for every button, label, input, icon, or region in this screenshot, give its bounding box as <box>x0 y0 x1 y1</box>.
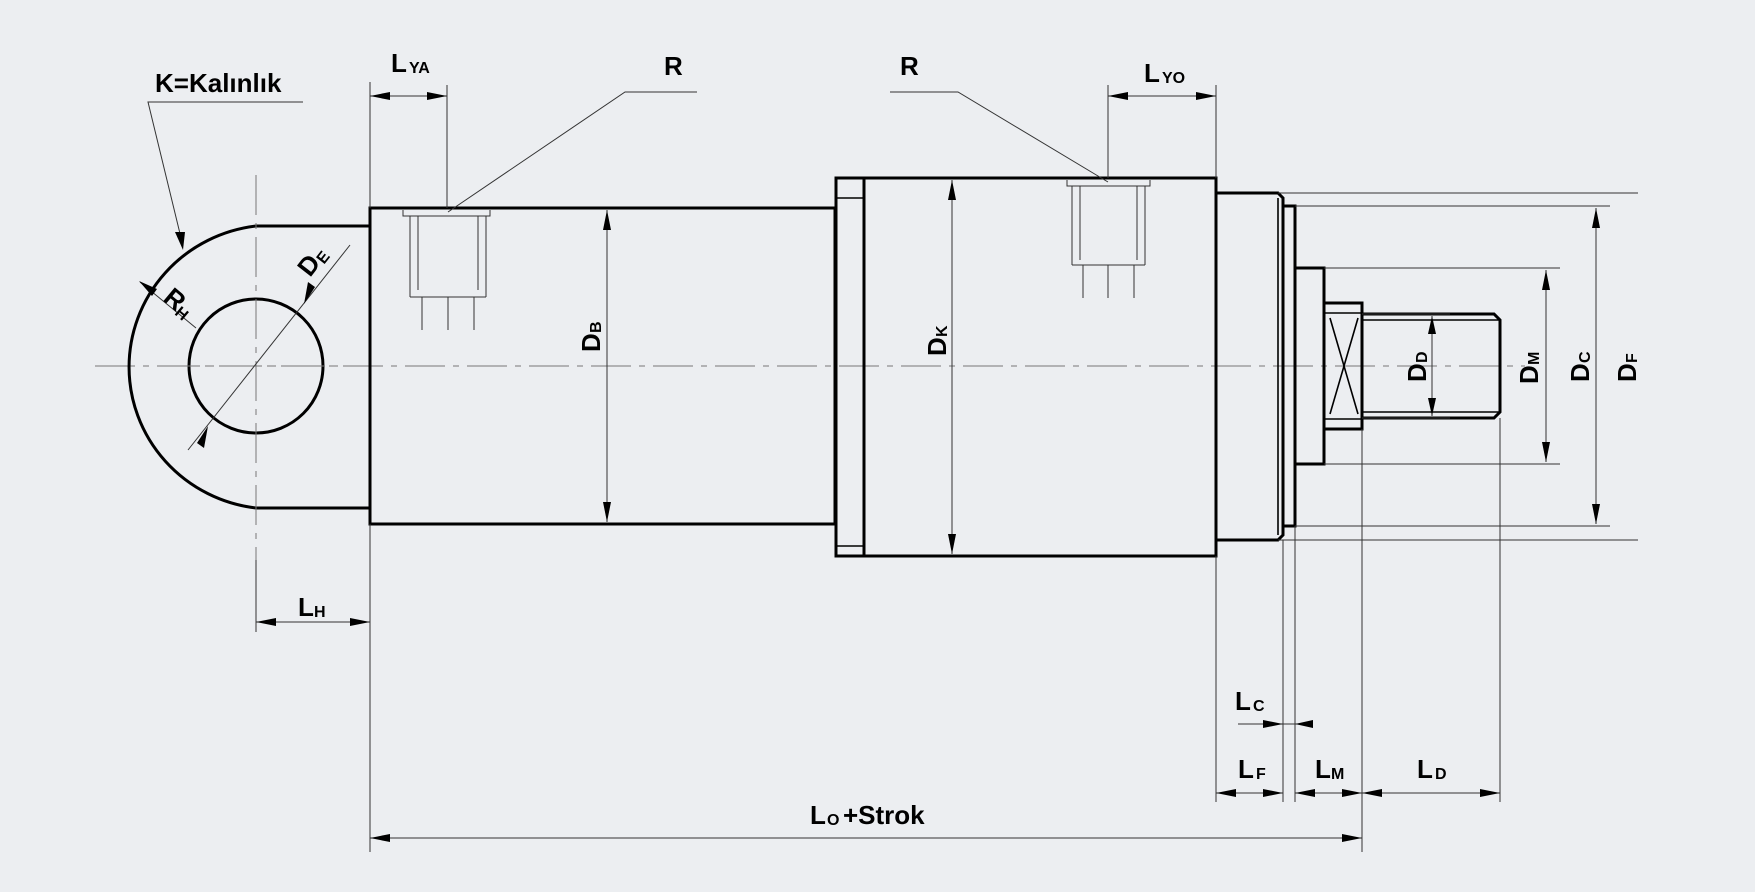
label-l-yo: L YO <box>1144 58 1185 88</box>
svg-text:D: D <box>576 333 606 352</box>
svg-text:D: D <box>1435 766 1447 783</box>
svg-text:L: L <box>1144 58 1160 88</box>
extension-lines <box>255 82 1638 852</box>
svg-text:B: B <box>588 321 605 333</box>
label-r-left: R <box>664 51 683 81</box>
svg-text:D: D <box>1414 351 1431 363</box>
svg-text:D: D <box>922 337 952 356</box>
svg-text:L: L <box>1235 686 1251 716</box>
label-d-k: D K <box>922 325 952 356</box>
label-l-f: L F <box>1238 754 1266 784</box>
svg-text:D: D <box>1514 365 1544 384</box>
svg-text:YO: YO <box>1162 70 1185 87</box>
svg-text:C: C <box>1577 351 1594 363</box>
label-thickness: K=Kalınlık <box>155 68 282 98</box>
label-d-f: D F <box>1612 353 1642 382</box>
svg-text:L: L <box>1315 754 1331 784</box>
label-d-d: D D <box>1402 351 1432 382</box>
main-tube <box>834 176 1218 558</box>
svg-text:+Strok: +Strok <box>843 800 925 830</box>
svg-text:D: D <box>1565 363 1595 382</box>
label-d-m: D M <box>1514 352 1544 384</box>
svg-text:L: L <box>810 800 826 830</box>
svg-text:D: D <box>1402 363 1432 382</box>
svg-text:L: L <box>1238 754 1254 784</box>
svg-text:O: O <box>827 812 839 829</box>
rod-eye <box>127 175 370 560</box>
label-r-right: R <box>900 51 919 81</box>
label-r-h: R H <box>158 282 192 325</box>
svg-text:F: F <box>1256 766 1266 783</box>
svg-text:YA: YA <box>409 60 430 77</box>
svg-text:L: L <box>298 592 314 622</box>
svg-text:K: K <box>934 325 951 337</box>
label-l-o-strok: L O +Strok <box>810 800 925 830</box>
label-l-m: L M <box>1315 754 1344 784</box>
dimension-lines <box>139 91 1600 842</box>
svg-text:M: M <box>1331 766 1344 783</box>
label-l-c: L C <box>1235 686 1265 716</box>
svg-text:L: L <box>391 48 407 78</box>
svg-text:L: L <box>1417 754 1433 784</box>
rod-end <box>1216 191 1502 542</box>
label-l-h: L H <box>298 592 326 622</box>
svg-text:M: M <box>1526 352 1543 365</box>
svg-text:F: F <box>1624 353 1641 363</box>
label-d-c: D C <box>1565 351 1595 382</box>
label-l-ya: L YA <box>391 48 430 78</box>
svg-text:C: C <box>1253 698 1265 715</box>
label-d-e: D E <box>291 248 334 281</box>
svg-text:H: H <box>314 604 326 621</box>
label-l-d: L D <box>1417 754 1447 784</box>
svg-text:D: D <box>1612 363 1642 382</box>
label-d-b: D B <box>576 321 606 352</box>
